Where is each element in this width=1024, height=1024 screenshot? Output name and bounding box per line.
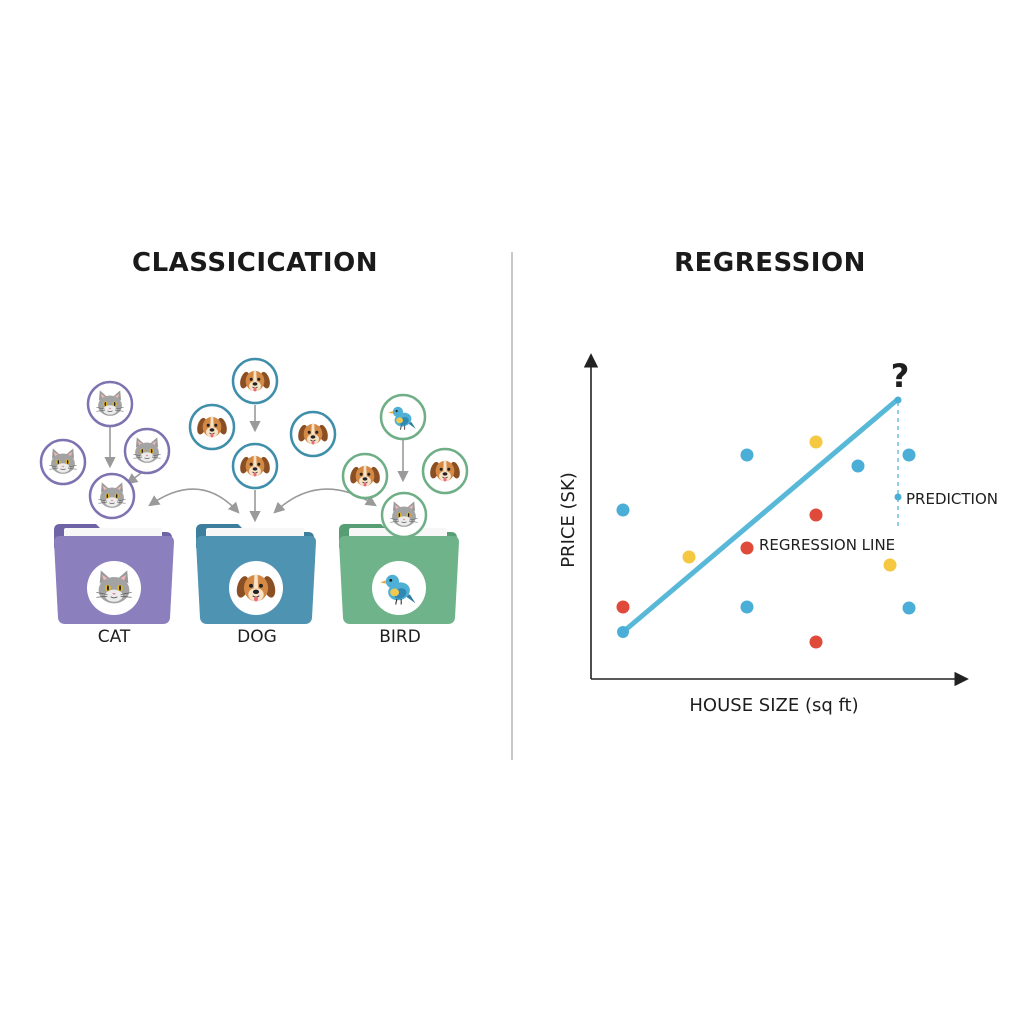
input-bird-3 bbox=[380, 491, 428, 539]
section-divider bbox=[511, 252, 513, 760]
input-circles bbox=[39, 357, 469, 539]
regression-title: REGRESSION bbox=[674, 248, 866, 278]
folder-label-cat: CAT bbox=[98, 627, 131, 647]
input-cat-3 bbox=[88, 472, 136, 520]
scatter-point bbox=[809, 635, 823, 649]
input-dog-0 bbox=[231, 357, 279, 405]
regression-axes bbox=[583, 353, 969, 687]
input-bird-0 bbox=[379, 393, 427, 441]
scatter-points bbox=[616, 435, 916, 649]
input-cat-0 bbox=[86, 380, 134, 428]
scatter-point bbox=[682, 550, 696, 564]
scatter-point bbox=[883, 558, 897, 572]
x-axis-label: HOUSE SIZE (sq ft) bbox=[689, 695, 858, 716]
scatter-point bbox=[740, 600, 754, 614]
scatter-point bbox=[616, 600, 630, 614]
dog-icon bbox=[195, 416, 229, 438]
scatter-point bbox=[616, 503, 630, 517]
regression-line bbox=[620, 397, 900, 635]
scatter-point bbox=[809, 508, 823, 522]
input-dog-1 bbox=[188, 403, 236, 451]
dog-icon bbox=[428, 460, 462, 482]
line-end-point bbox=[894, 396, 902, 404]
dog-icon bbox=[296, 423, 330, 445]
dog-icon bbox=[348, 465, 382, 487]
folder-dog bbox=[196, 524, 316, 624]
prediction-label: PREDICTION bbox=[906, 490, 998, 508]
line-start-point bbox=[617, 626, 629, 638]
prediction-point bbox=[894, 493, 902, 501]
input-cat-2 bbox=[123, 427, 171, 475]
input-dog-3 bbox=[231, 442, 279, 490]
scatter-point bbox=[740, 448, 754, 462]
regression-line-label: REGRESSION LINE bbox=[759, 536, 895, 554]
scatter-point bbox=[740, 541, 754, 555]
folder-label-dog: DOG bbox=[237, 627, 277, 647]
dog-icon bbox=[238, 455, 272, 477]
folder-label-bird: BIRD bbox=[379, 627, 421, 647]
input-dog-2 bbox=[289, 410, 337, 458]
scatter-point bbox=[851, 459, 865, 473]
folder-cat bbox=[54, 524, 174, 624]
scatter-point bbox=[902, 448, 916, 462]
dog-icon bbox=[234, 574, 278, 602]
folder-bird bbox=[339, 524, 459, 624]
input-bird-1 bbox=[341, 452, 389, 500]
scatter-point bbox=[902, 601, 916, 615]
classification-title: CLASSICICATION bbox=[132, 248, 378, 278]
input-bird-2 bbox=[421, 447, 469, 495]
scatter-point bbox=[809, 435, 823, 449]
folder-group bbox=[54, 524, 459, 624]
dog-icon bbox=[238, 370, 272, 392]
question-mark: ? bbox=[891, 357, 910, 395]
y-axis-label: PRICE (SK) bbox=[558, 472, 579, 568]
input-cat-1 bbox=[39, 438, 87, 486]
